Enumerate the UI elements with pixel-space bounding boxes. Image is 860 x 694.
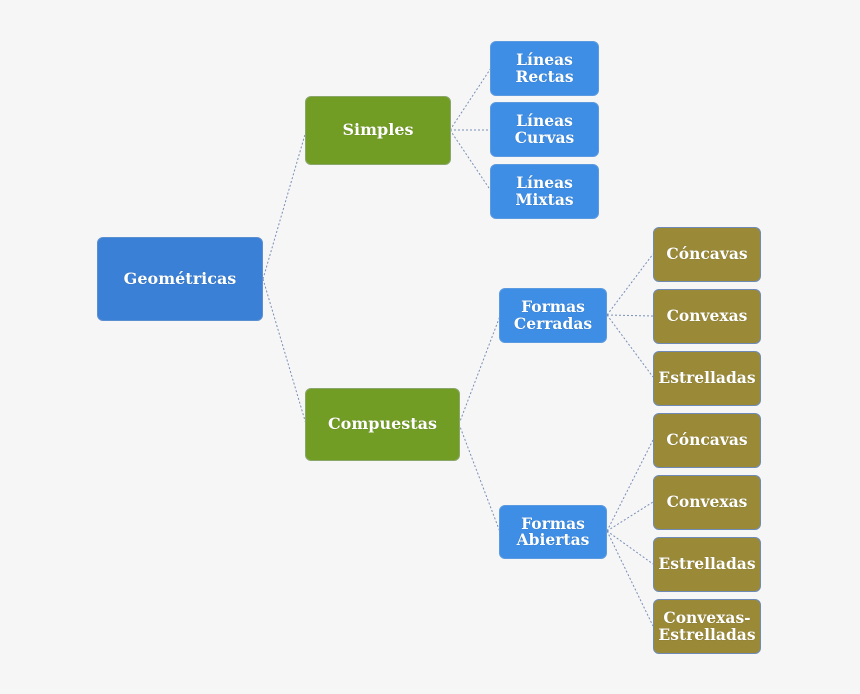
node-label: Convexas: [666, 306, 748, 326]
node-label: Geométricas: [123, 268, 237, 288]
node-label: Estrelladas: [658, 554, 756, 574]
node-label: Líneas Rectas: [515, 50, 574, 86]
node-compuestas[interactable]: Compuestas: [305, 388, 460, 461]
link-abiertas-concavas: [606, 439, 654, 532]
node-label: Simples: [342, 120, 414, 140]
node-cerradas-concavas[interactable]: Cóncavas: [653, 227, 761, 282]
node-simples[interactable]: Simples: [305, 96, 451, 165]
node-abiertas-concavas[interactable]: Cóncavas: [653, 413, 761, 468]
node-lineas-rectas[interactable]: Líneas Rectas: [490, 41, 599, 96]
link-abiertas-convexas: [606, 501, 654, 532]
node-label: Convexas: [666, 492, 748, 512]
link-abiertas-convexas-estrelladas: [606, 530, 654, 627]
link-cerradas-estrelladas: [606, 314, 654, 378]
node-label: Formas Abiertas: [516, 513, 590, 549]
node-lineas-mixtas[interactable]: Líneas Mixtas: [490, 164, 599, 219]
node-cerradas-convexas[interactable]: Convexas: [653, 289, 761, 344]
node-label: Estrelladas: [658, 368, 756, 388]
link-simples-rectas: [449, 67, 492, 131]
node-abiertas-estrelladas[interactable]: Estrelladas: [653, 537, 761, 592]
link-compuestas-cerradas: [458, 315, 501, 425]
link-cerradas-convexas: [606, 314, 654, 317]
link-cerradas-concavas: [606, 253, 654, 316]
node-label: Líneas Curvas: [514, 111, 575, 147]
link-root-compuestas: [262, 278, 307, 425]
node-label: Líneas Mixtas: [515, 173, 574, 209]
node-formas-cerradas[interactable]: Formas Cerradas: [499, 288, 607, 343]
link-root-simples: [262, 130, 307, 280]
link-abiertas-estrelladas: [606, 530, 654, 565]
node-label: Formas Cerradas: [513, 297, 593, 333]
node-lineas-curvas[interactable]: Líneas Curvas: [490, 102, 599, 157]
node-abiertas-convexas[interactable]: Convexas: [653, 475, 761, 530]
node-cerradas-estrelladas[interactable]: Estrelladas: [653, 351, 761, 406]
node-abiertas-convexas-estrelladas[interactable]: Convexas-Estrelladas: [653, 599, 761, 654]
node-label: Compuestas: [327, 414, 438, 434]
link-compuestas-abiertas: [458, 423, 501, 533]
node-geometricas[interactable]: Geométricas: [97, 237, 263, 321]
link-simples-mixtas: [449, 129, 492, 192]
node-label: Cóncavas: [666, 244, 748, 264]
node-label: Convexas-Estrelladas: [658, 608, 756, 644]
node-label: Cóncavas: [666, 430, 748, 450]
node-formas-abiertas[interactable]: Formas Abiertas: [499, 505, 607, 559]
